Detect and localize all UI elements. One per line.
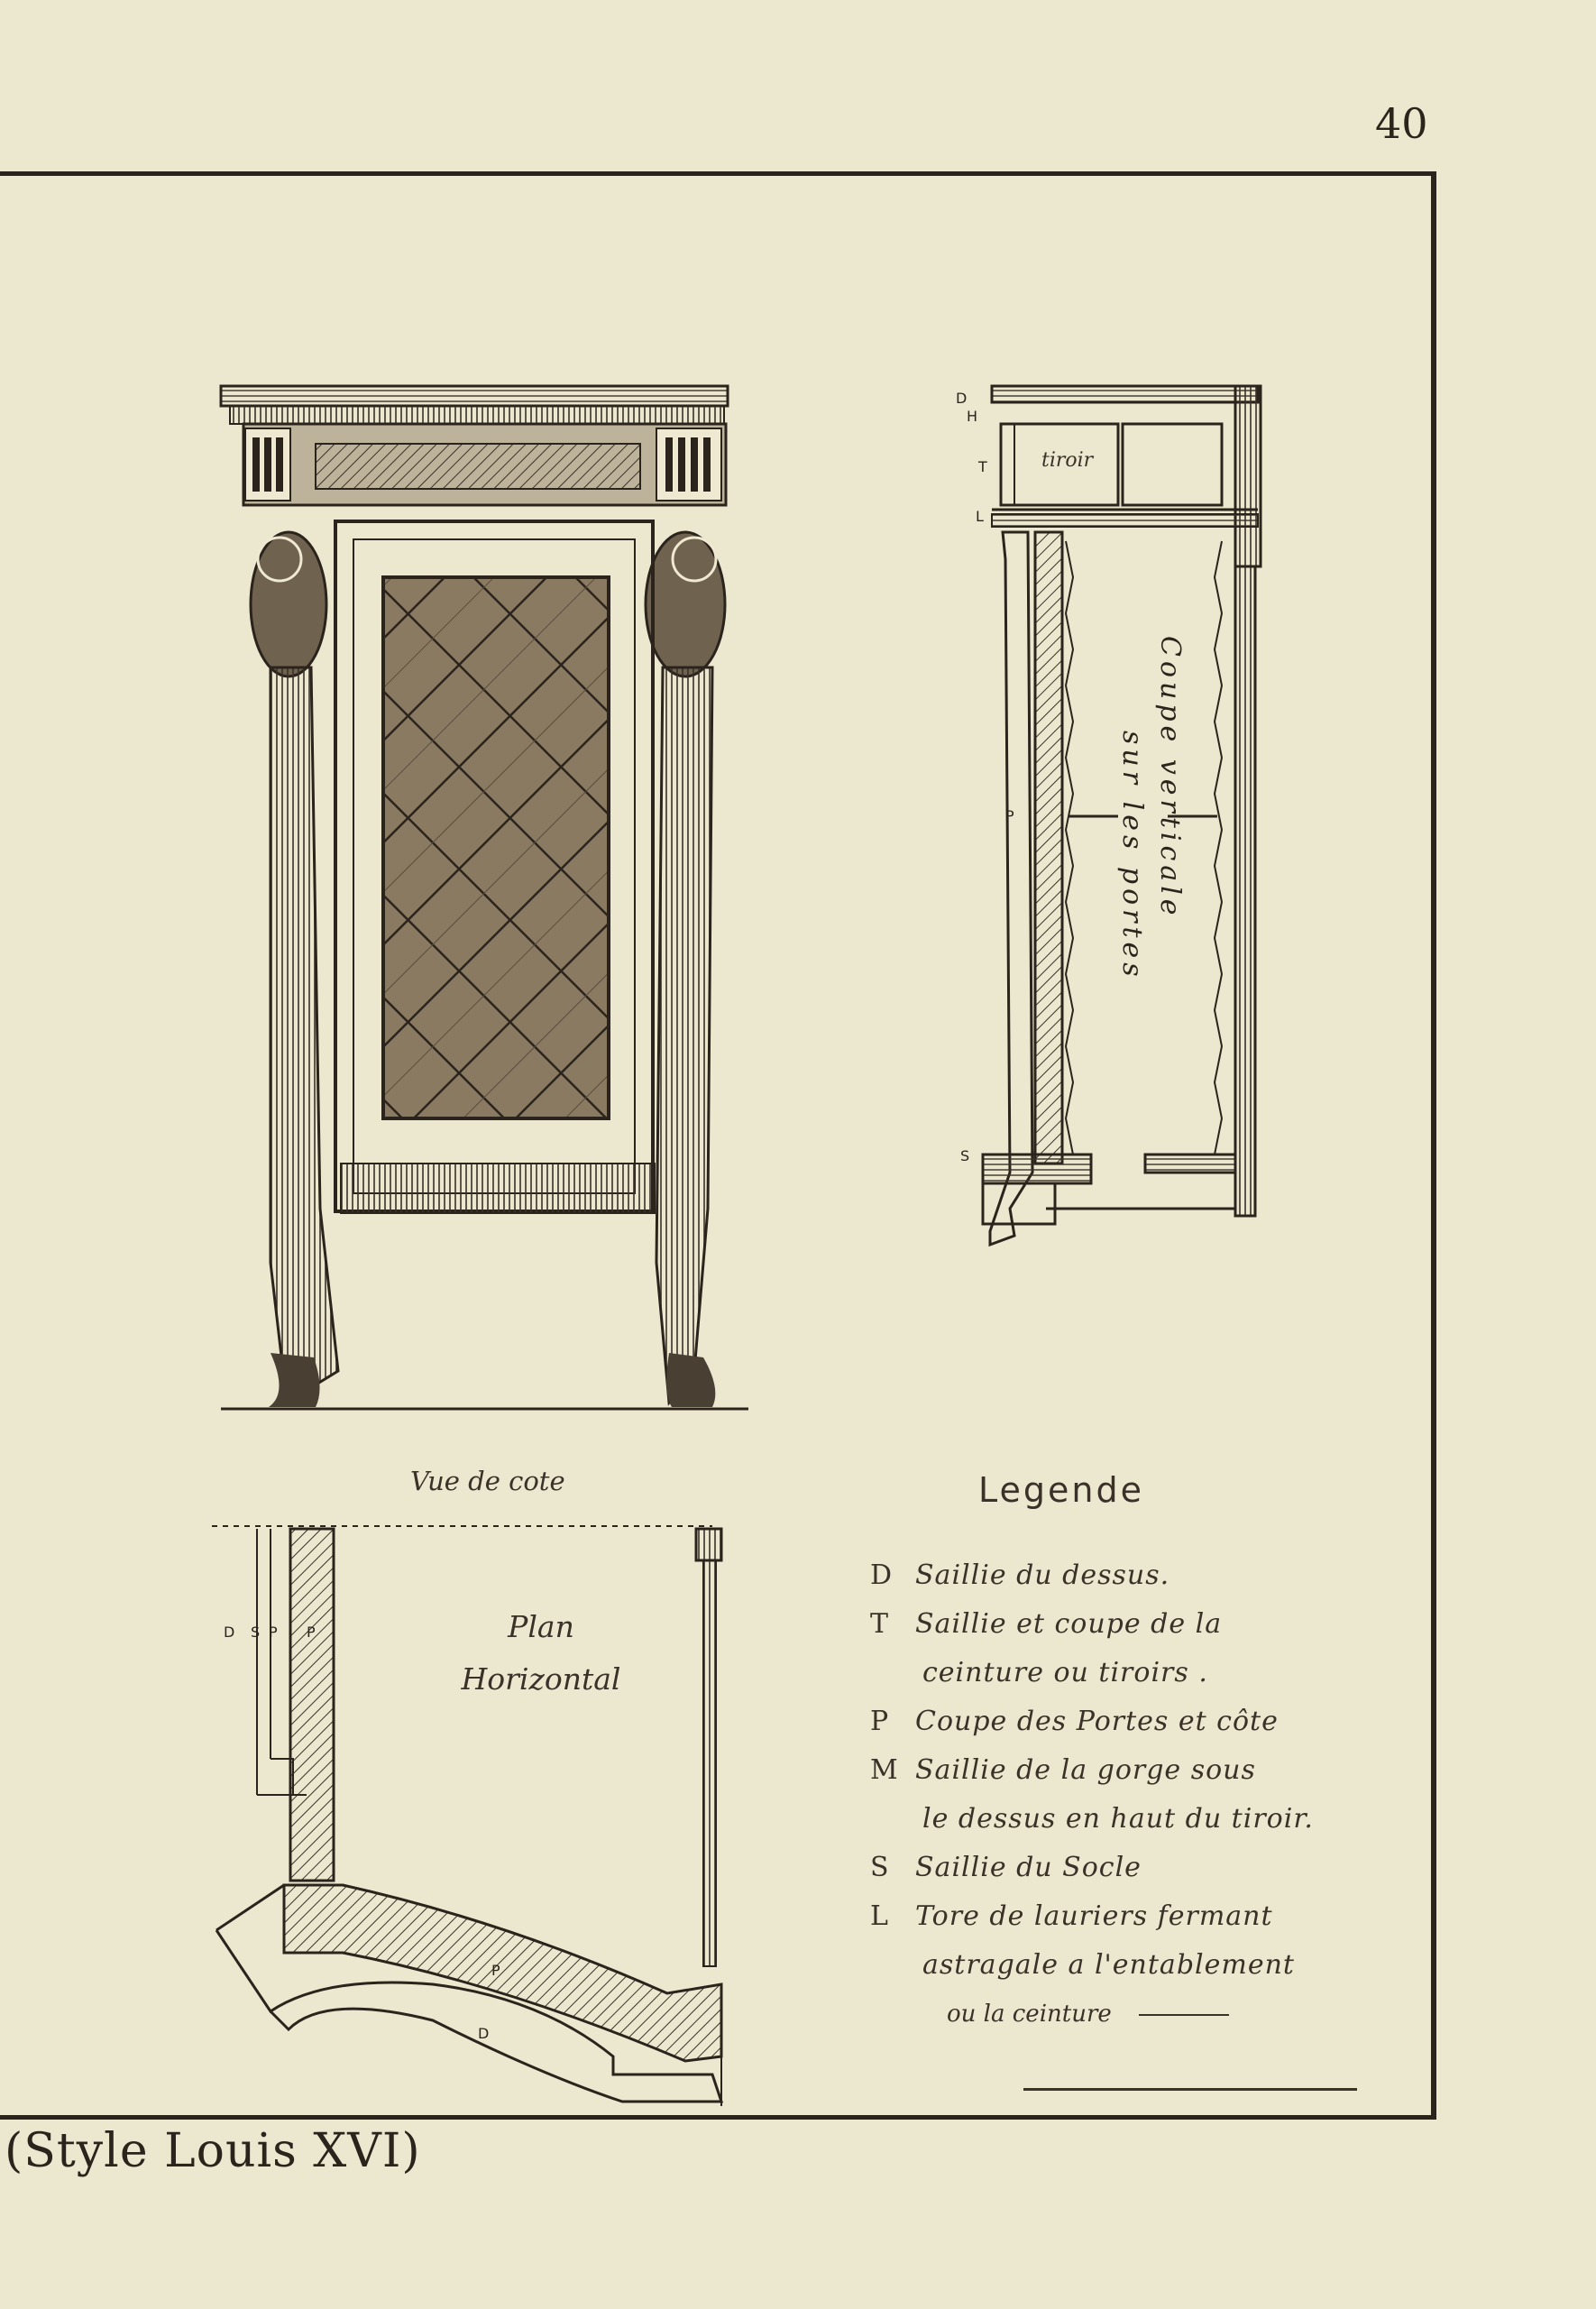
side-view-drawing: [219, 384, 748, 1411]
side-view-label: Vue de cote: [410, 1466, 565, 1496]
legend-item-m: M Saillie de la gorge sous: [870, 1746, 1411, 1795]
legend-item-l: L Tore de lauriers fermant: [870, 1892, 1411, 1941]
vertical-section-drawing: [981, 384, 1262, 1247]
legend-text: Saillie et coupe de la: [915, 1608, 1223, 1640]
legend-text: Tore de lauriers fermant: [915, 1900, 1273, 1932]
section-text-coupe-verticale: Coupe verticale: [1154, 636, 1186, 920]
legend-key: P: [870, 1706, 889, 1737]
legend-key: L: [870, 1900, 888, 1932]
legend-text: Saillie du dessus.: [915, 1559, 1170, 1591]
bottom-rule: [1023, 2088, 1357, 2091]
section-marker-p: P: [1005, 807, 1014, 824]
drawer-note: tiroir: [1041, 449, 1094, 472]
legend-text: Saillie du Socle: [915, 1852, 1142, 1883]
style-caption: (Style Louis XVI): [5, 2124, 421, 2178]
legend-dash: [1138, 2014, 1229, 2016]
page-number: 40: [1375, 99, 1428, 148]
plan-label-line1: Plan: [508, 1609, 574, 1644]
plan-marker-p1: P: [269, 1624, 278, 1641]
horizontal-plan-drawing: [212, 1525, 724, 2106]
legend-key: D: [870, 1559, 893, 1591]
legend: D Saillie du dessus. T Saillie et coupe …: [870, 1551, 1411, 2038]
section-marker-t: T: [978, 458, 987, 475]
section-marker-h: H: [967, 408, 978, 425]
legend-key: S: [870, 1852, 889, 1883]
legend-text-cont: ceinture ou tiroirs .: [922, 1657, 1208, 1688]
plan-marker-p2: P: [307, 1624, 316, 1641]
plan-label: Plan Horizontal: [410, 1601, 672, 1706]
legend-item-s: S Saillie du Socle: [870, 1844, 1411, 1892]
plan-marker-p3: P: [491, 1962, 500, 1979]
plate-frame: [0, 171, 1436, 2120]
legend-key: M: [870, 1754, 898, 1786]
section-marker-l: L: [976, 508, 984, 525]
legend-text-cont: astragale a l'entablement: [922, 1949, 1295, 1981]
legend-text-cont: le dessus en haut du tiroir.: [922, 1803, 1314, 1835]
legend-title: Legende: [978, 1470, 1144, 1510]
section-marker-d: D: [956, 390, 968, 407]
legend-item-p: P Coupe des Portes et côte: [870, 1697, 1411, 1746]
legend-item-d: D Saillie du dessus.: [870, 1551, 1411, 1600]
legend-key: T: [870, 1608, 889, 1640]
section-marker-s: S: [960, 1147, 970, 1164]
plan-label-line2: Horizontal: [461, 1661, 621, 1697]
plan-marker-s: S: [251, 1624, 261, 1641]
plan-marker-d2: D: [478, 2025, 490, 2042]
legend-item-t: T Saillie et coupe de la: [870, 1600, 1411, 1649]
plan-marker-d: D: [224, 1624, 235, 1641]
legend-closing-text: ou la ceinture: [947, 2001, 1112, 2028]
legend-text: Saillie de la gorge sous: [915, 1754, 1256, 1786]
section-text-sur-les-portes: sur les portes: [1116, 731, 1148, 981]
legend-closing: ou la ceinture: [870, 1990, 1411, 2038]
legend-text: Coupe des Portes et côte: [915, 1706, 1279, 1737]
